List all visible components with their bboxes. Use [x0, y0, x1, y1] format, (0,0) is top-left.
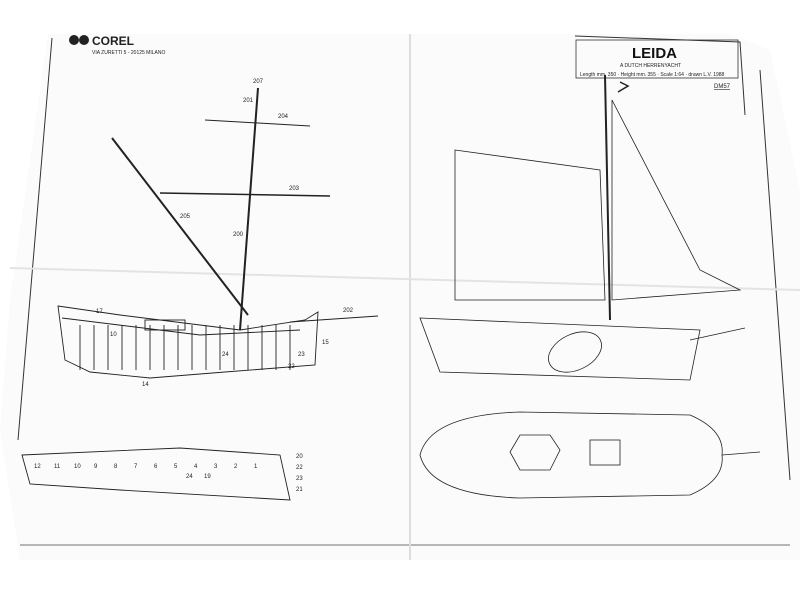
maker-name: COREL [92, 34, 134, 48]
keel-label: 1 [254, 464, 258, 470]
title-block: LEIDA A DUTCH HERRENYACHT Length mm. 350… [574, 35, 746, 116]
keel-label: 6 [154, 464, 158, 470]
label-204: 204 [278, 114, 289, 120]
keel-label: 21 [296, 487, 303, 493]
specs: Length mm. 350 · Height mm. 355 · Scale … [580, 72, 725, 78]
keel-label: 19 [204, 474, 211, 480]
keel-label: 5 [174, 464, 178, 470]
subtitle: A DUTCH HERRENYACHT [620, 63, 681, 69]
keel-label: 7 [134, 464, 138, 470]
label-202: 202 [343, 308, 354, 314]
keel-label: 22 [296, 465, 303, 471]
title: LEIDA [632, 45, 677, 62]
keel-label: 20 [296, 454, 303, 460]
label-203: 203 [289, 186, 300, 192]
border-line-left [17, 37, 53, 441]
hull-label: 23 [298, 352, 305, 358]
hull-section [57, 305, 319, 379]
keel-label: 4 [194, 464, 198, 470]
hull-label: 24 [222, 352, 229, 358]
keel-label: 2 [234, 464, 238, 470]
label-200: 200 [233, 232, 244, 238]
keel-label: 9 [94, 464, 98, 470]
hull-label: 17 [96, 309, 103, 315]
side-elevation [419, 74, 746, 381]
maker-address: VIA ZURETTI 5 - 20125 MILANO [92, 50, 165, 56]
mast-drawing [111, 87, 379, 331]
keel-label: 8 [114, 464, 118, 470]
keel-label: 3 [214, 464, 218, 470]
deck-plan [419, 411, 761, 499]
paper [0, 34, 800, 560]
keel-label: 10 [74, 464, 81, 470]
keel-drawing [21, 447, 291, 501]
hull-label: 15 [322, 340, 329, 346]
hull-label: 10 [110, 332, 117, 338]
keel-label: 23 [296, 476, 303, 482]
keel-label: 24 [186, 474, 193, 480]
keel-label: 11 [54, 464, 61, 470]
label-207: 207 [253, 79, 264, 85]
label-205: 205 [180, 214, 191, 220]
fold-horizontal [9, 267, 800, 291]
hull-label: 14 [142, 382, 149, 388]
label-201: 201 [243, 98, 254, 104]
hull-label: 22 [288, 364, 295, 370]
keel-label: 12 [34, 464, 41, 470]
drawing-code: DM57 [714, 84, 731, 90]
maker-logo: COREL VIA ZURETTI 5 - 20125 MILANO [69, 34, 165, 56]
border-line-right [759, 69, 791, 481]
